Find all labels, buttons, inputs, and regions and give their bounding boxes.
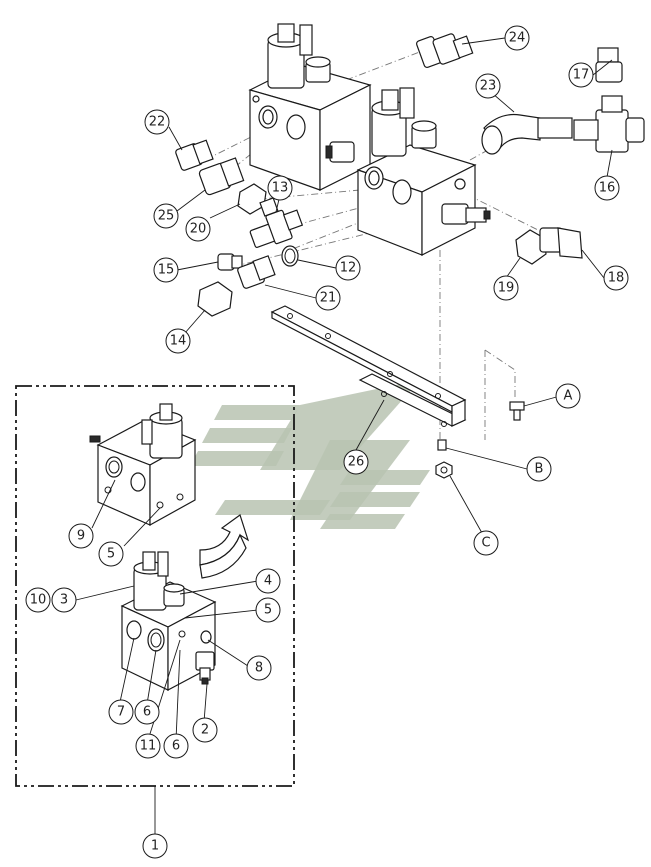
- svg-text:21: 21: [320, 291, 337, 306]
- svg-text:B: B: [535, 462, 544, 477]
- svg-text:8: 8: [255, 661, 263, 676]
- upper-valve-block: [248, 23, 372, 191]
- svg-text:2: 2: [201, 723, 209, 738]
- washer-B: [437, 439, 447, 451]
- svg-text:17: 17: [573, 68, 590, 83]
- fitting-13-tee: [249, 197, 304, 248]
- svg-text:20: 20: [190, 222, 207, 237]
- svg-text:5: 5: [264, 603, 272, 618]
- svg-text:C: C: [481, 536, 490, 551]
- fitting-16-tee: [573, 95, 645, 153]
- fitting-24: [415, 33, 474, 68]
- callout-balloon-8: 8: [246, 655, 272, 681]
- fitting-17: [595, 47, 623, 83]
- svg-text:9: 9: [77, 529, 85, 544]
- screw-A: [509, 401, 525, 421]
- callout-balloon-24: 24: [504, 25, 530, 51]
- fitting-21: [237, 255, 276, 289]
- nut-C: [435, 461, 453, 479]
- svg-text:10: 10: [30, 593, 47, 608]
- callout-balloon-B: B: [526, 456, 552, 482]
- callout-balloon-10: 10: [25, 587, 51, 613]
- callout-balloon-3: 3: [51, 587, 77, 613]
- fitting-18-elbow: [539, 227, 583, 259]
- callout-balloon-22: 22: [144, 109, 170, 135]
- fitting-19: [515, 229, 547, 265]
- oring-12: [281, 245, 299, 267]
- callout-balloon-4: 4: [255, 568, 281, 594]
- callout-balloon-11: 11: [135, 733, 161, 759]
- plug-15: [217, 253, 243, 271]
- lower-valve-block: [325, 87, 491, 256]
- svg-text:26: 26: [348, 455, 365, 470]
- callout-balloon-19: 19: [493, 275, 519, 301]
- svg-text:4: 4: [264, 574, 272, 589]
- svg-text:5: 5: [107, 547, 115, 562]
- fitting-22: [175, 139, 214, 171]
- callout-balloon-16: 16: [594, 175, 620, 201]
- callout-balloon-5-upper: 5: [98, 541, 124, 567]
- fitting-20: [237, 183, 267, 215]
- callout-balloon-7: 7: [108, 699, 134, 725]
- svg-text:24: 24: [509, 31, 526, 46]
- callout-balloon-9: 9: [68, 523, 94, 549]
- svg-text:25: 25: [158, 209, 175, 224]
- callout-balloon-23: 23: [475, 73, 501, 99]
- rotation-arrow: [199, 514, 250, 579]
- callout-balloon-21: 21: [315, 285, 341, 311]
- callout-balloon-12: 12: [335, 255, 361, 281]
- callout-balloon-25: 25: [153, 203, 179, 229]
- callout-balloon-2: 2: [192, 717, 218, 743]
- watermark-logo: [190, 380, 430, 529]
- svg-text:6: 6: [143, 705, 151, 720]
- svg-text:3: 3: [60, 593, 68, 608]
- callout-balloon-18: 18: [603, 265, 629, 291]
- svg-text:7: 7: [117, 705, 125, 720]
- callout-balloon-13: 13: [267, 175, 293, 201]
- callout-balloon-6-upper: 6: [134, 699, 160, 725]
- callout-balloon-15: 15: [153, 257, 179, 283]
- svg-text:12: 12: [340, 261, 357, 276]
- callout-balloon-5-lower: 5: [255, 597, 281, 623]
- svg-text:18: 18: [608, 271, 625, 286]
- callout-balloon-17: 17: [568, 62, 594, 88]
- svg-text:13: 13: [272, 181, 289, 196]
- svg-text:14: 14: [170, 334, 187, 349]
- inset-lower-valve: [120, 551, 217, 691]
- cap-14: [197, 281, 233, 317]
- inset-upper-valve: [89, 403, 197, 527]
- svg-text:16: 16: [599, 181, 616, 196]
- fitting-25: [198, 157, 245, 196]
- fitting-23-elbow: [481, 113, 573, 155]
- svg-text:23: 23: [480, 79, 497, 94]
- callout-balloon-1: 1: [142, 833, 168, 859]
- callout-balloon-14: 14: [165, 328, 191, 354]
- svg-text:11: 11: [140, 739, 157, 754]
- svg-text:19: 19: [498, 281, 515, 296]
- callout-balloon-C: C: [473, 530, 499, 556]
- svg-text:6: 6: [172, 739, 180, 754]
- callout-balloon-A: A: [555, 383, 581, 409]
- callout-balloon-20: 20: [185, 216, 211, 242]
- callout-balloon-6-lower: 6: [163, 733, 189, 759]
- svg-text:22: 22: [149, 115, 166, 130]
- svg-text:15: 15: [158, 263, 175, 278]
- callout-balloon-26: 26: [343, 449, 369, 475]
- svg-text:A: A: [564, 389, 573, 404]
- svg-text:1: 1: [151, 839, 159, 854]
- mounting-bracket-26: [270, 305, 467, 427]
